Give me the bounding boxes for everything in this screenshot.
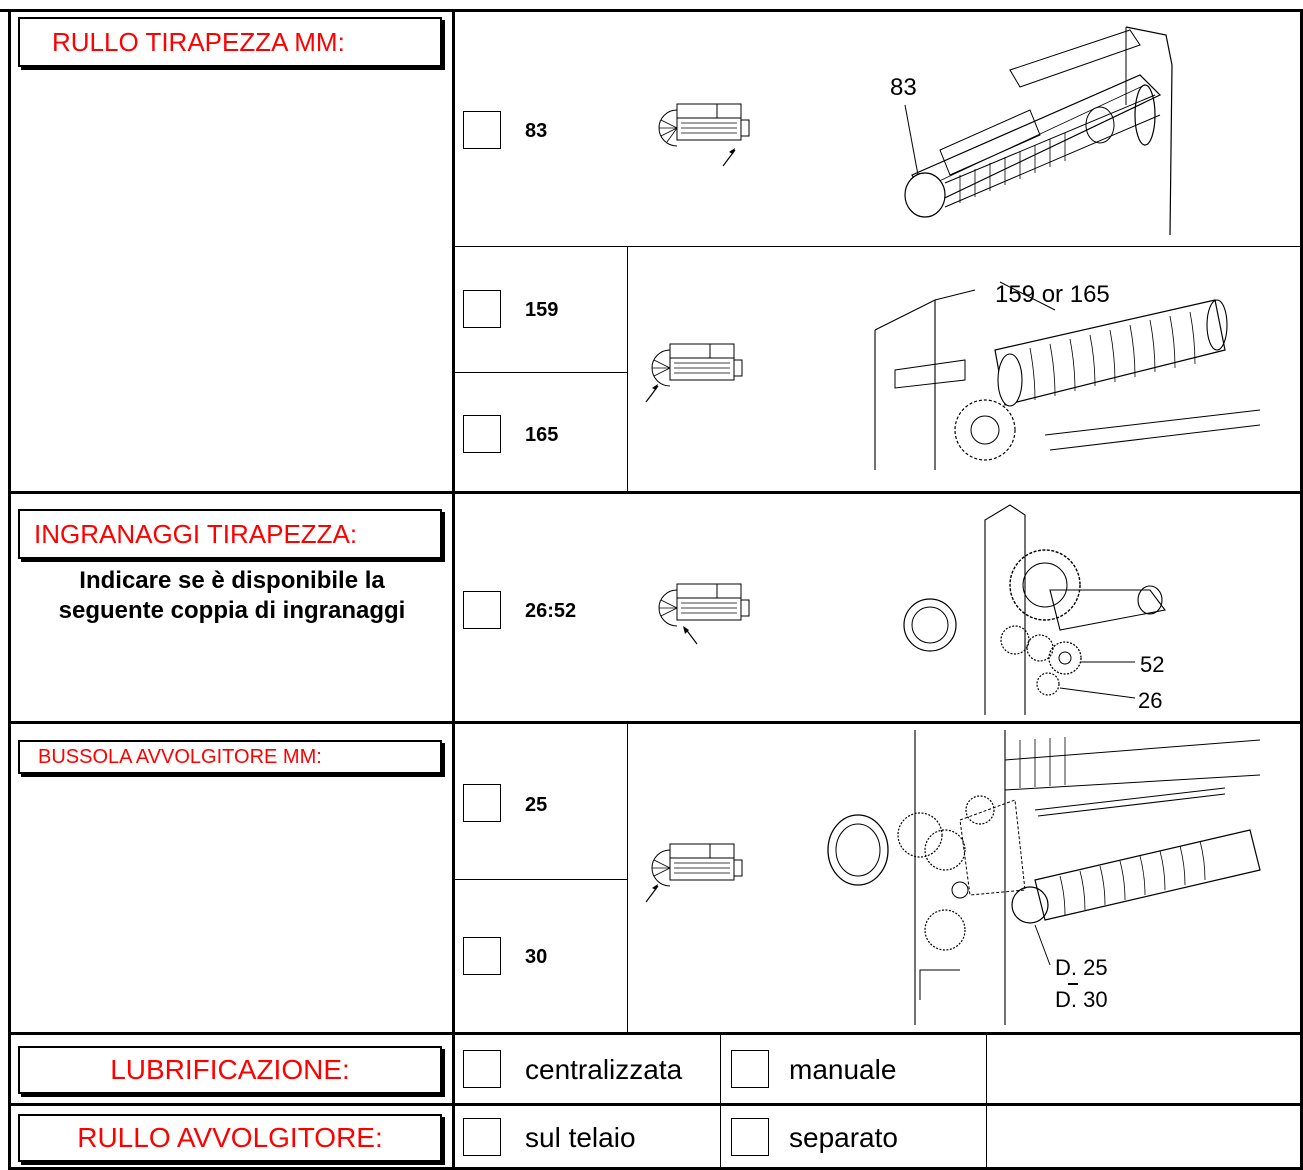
subcol-divider-159 bbox=[627, 246, 628, 492]
checkbox-159[interactable] bbox=[463, 290, 501, 328]
machine-top-view-icon bbox=[645, 843, 743, 903]
table-border-left bbox=[8, 9, 11, 1170]
option-label-83: 83 bbox=[525, 120, 548, 142]
machine-top-view-icon bbox=[658, 103, 750, 167]
lubrificazione-title: LUBRIFICAZIONE: bbox=[18, 1046, 442, 1094]
roller-drawing-83: 83 bbox=[890, 26, 1173, 236]
bussola-title: BUSSOLA AVVOLGITORE MM: bbox=[18, 740, 442, 774]
row-divider-lubrificazione bbox=[8, 1103, 1303, 1106]
callout-83: 83 bbox=[890, 74, 917, 101]
checkbox-separato[interactable] bbox=[731, 1118, 769, 1156]
row-divider-rullo bbox=[8, 491, 1303, 494]
bushing-drawing: D. 25 D. 30 bbox=[827, 730, 1261, 1025]
option-label-separato: separato bbox=[789, 1122, 898, 1153]
checkbox-83[interactable] bbox=[463, 111, 501, 149]
rullo-tirapezza-title-text: RULLO TIRAPEZZA MM: bbox=[52, 26, 345, 57]
machine-top-view-icon bbox=[645, 343, 743, 403]
option-label-159: 159 bbox=[525, 299, 559, 321]
option-label-30: 30 bbox=[525, 946, 548, 968]
ingranaggi-description-line2: seguente coppia di ingranaggi bbox=[58, 597, 406, 624]
roller-drawing-159-165: 159 or 165 bbox=[874, 281, 1261, 470]
rullo-avvolgitore-title-text: RULLO AVVOLGITORE: bbox=[77, 1122, 383, 1153]
lub-col-divider-1 bbox=[720, 1034, 721, 1104]
avv-col-divider-2 bbox=[986, 1105, 987, 1168]
callout-d25: D. 25 bbox=[1055, 955, 1108, 980]
checkbox-centralizzata[interactable] bbox=[463, 1050, 501, 1088]
lub-col-divider-2 bbox=[986, 1034, 987, 1104]
subrow-divider-83 bbox=[454, 246, 1302, 247]
option-label-sul-telaio: sul telaio bbox=[525, 1122, 636, 1153]
table-border-bottom bbox=[8, 1167, 1303, 1170]
avv-col-divider-1 bbox=[720, 1105, 721, 1168]
subrow-divider-159 bbox=[454, 372, 628, 373]
row-divider-ingranaggi bbox=[8, 721, 1303, 724]
ingranaggi-description-line1: Indicare se è disponibile la bbox=[79, 567, 385, 594]
row-divider-bussola bbox=[8, 1032, 1303, 1035]
callout-159-165: 159 or 165 bbox=[995, 281, 1110, 308]
option-label-26-52: 26:52 bbox=[525, 600, 577, 622]
subcol-divider-bussola bbox=[627, 722, 628, 1033]
rullo-tirapezza-title: RULLO TIRAPEZZA MM: bbox=[18, 17, 442, 67]
checkbox-30[interactable] bbox=[463, 937, 501, 975]
table-border-top bbox=[0, 9, 1303, 12]
callout-52: 52 bbox=[1140, 652, 1164, 677]
ingranaggi-title-text: INGRANAGGI TIRAPEZZA: bbox=[34, 518, 358, 549]
checkbox-25[interactable] bbox=[463, 784, 501, 822]
column-divider bbox=[452, 9, 455, 1170]
option-label-centralizzata: centralizzata bbox=[525, 1054, 683, 1085]
option-label-25: 25 bbox=[525, 794, 548, 816]
ingranaggi-description: Indicare se è disponibile la seguente co… bbox=[12, 566, 452, 626]
gear-drawing: 52 26 bbox=[903, 504, 1166, 715]
subrow-divider-bussola bbox=[454, 879, 628, 880]
callout-26: 26 bbox=[1138, 688, 1162, 713]
option-label-manuale: manuale bbox=[789, 1054, 897, 1085]
lubrificazione-title-text: LUBRIFICAZIONE: bbox=[110, 1054, 350, 1085]
machine-top-view-icon bbox=[658, 583, 750, 645]
checkbox-165[interactable] bbox=[463, 415, 501, 453]
table-border-right bbox=[1300, 9, 1303, 1170]
checkbox-sul-telaio[interactable] bbox=[463, 1118, 501, 1156]
ingranaggi-title: INGRANAGGI TIRAPEZZA: bbox=[18, 509, 442, 559]
option-label-165: 165 bbox=[525, 424, 559, 446]
callout-d30: D. 30 bbox=[1055, 987, 1108, 1012]
bussola-title-text: BUSSOLA AVVOLGITORE MM: bbox=[38, 745, 322, 768]
rullo-avvolgitore-title: RULLO AVVOLGITORE: bbox=[18, 1114, 442, 1162]
checkbox-manuale[interactable] bbox=[731, 1050, 769, 1088]
checkbox-26-52[interactable] bbox=[463, 591, 501, 629]
